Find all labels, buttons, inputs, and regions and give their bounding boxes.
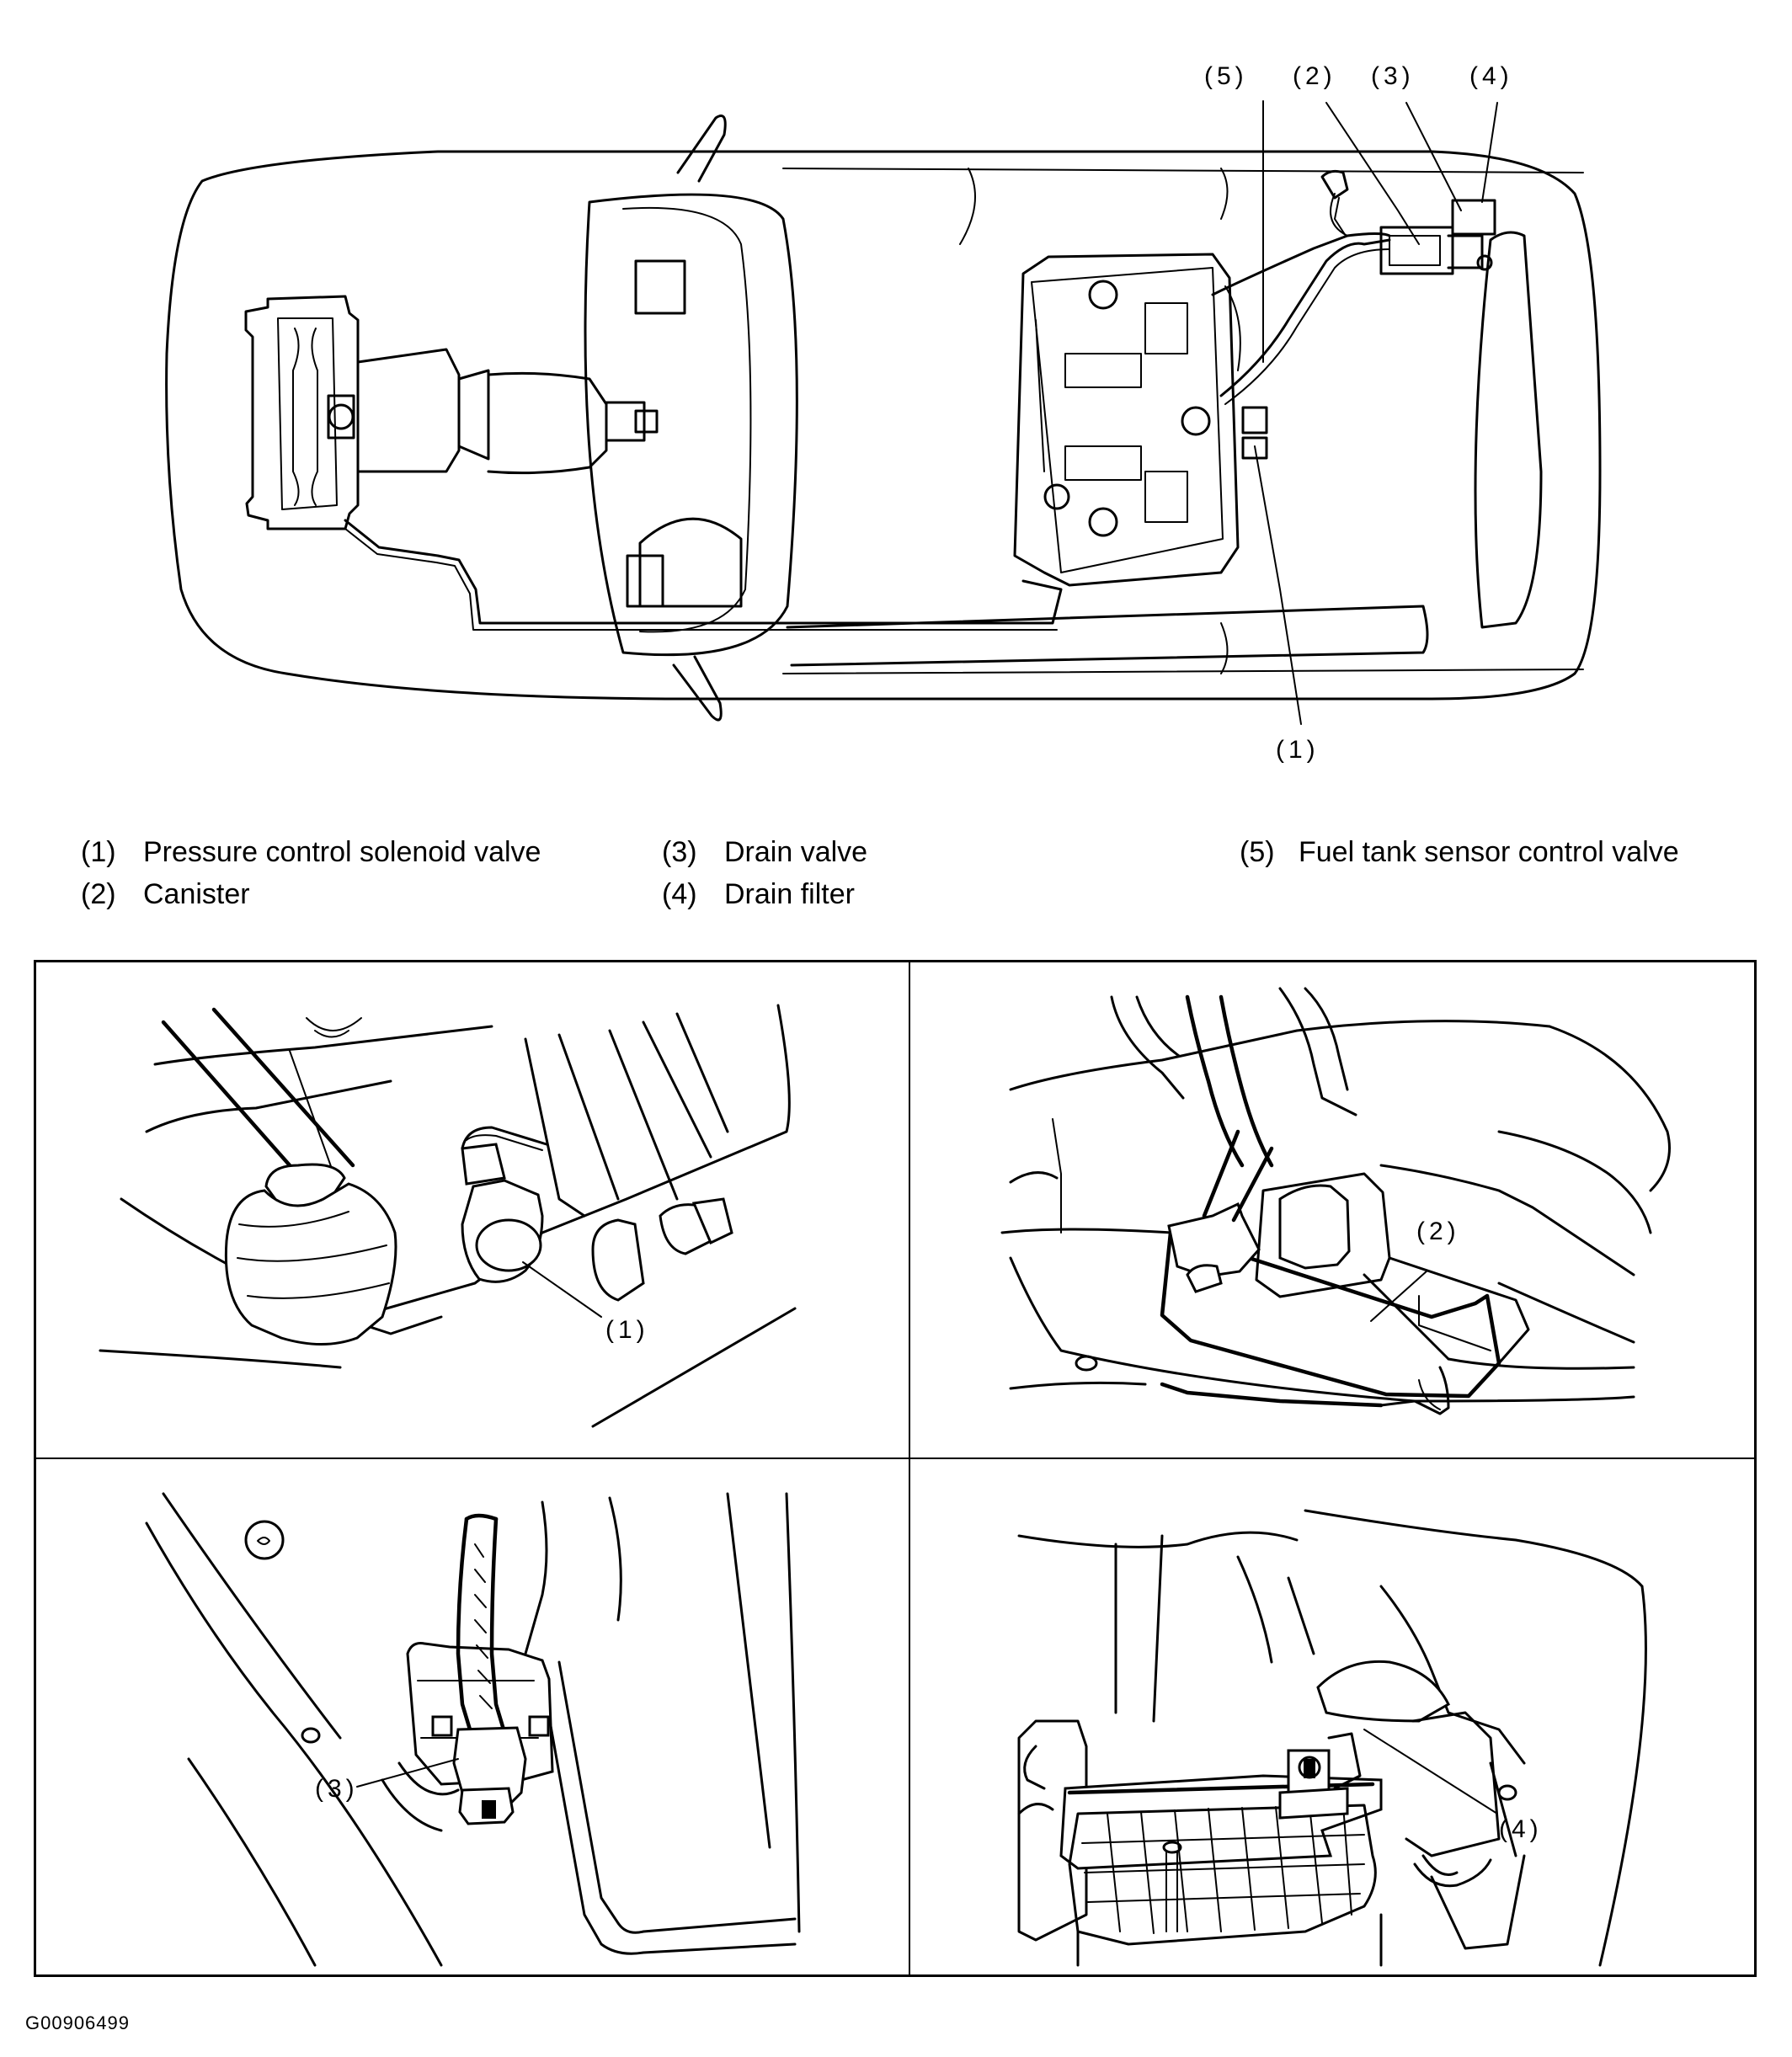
legend-number: (4): [662, 878, 697, 910]
fuel-tank: [1013, 253, 1241, 587]
legend-label: Drain valve: [724, 836, 868, 868]
legend-label: Pressure control solenoid valve: [143, 836, 541, 868]
callout-5: (5): [1204, 62, 1248, 90]
callout-leaders: [1254, 100, 1498, 725]
pressure-control-valve-mark: [1241, 406, 1268, 460]
legend-item-2: (2) Canister: [81, 877, 250, 911]
callout-2: (2): [1293, 62, 1336, 90]
legend-item-4: (4) Drain filter: [662, 877, 855, 911]
vehicle-overview-diagram: (5) (2) (3) (4) (1): [165, 62, 1602, 764]
panel-drain-valve: (3): [145, 1492, 801, 1967]
panel-divider-vertical: [909, 962, 910, 1974]
figure-code: G00906499: [25, 2012, 130, 2033]
legend-number: (3): [662, 836, 697, 868]
callout-1: (1): [1276, 736, 1320, 764]
fuel-lines: [344, 193, 1391, 631]
callout-1: (1): [605, 1316, 649, 1344]
panel-drain-filter: (4): [1017, 1509, 1647, 1967]
engine-transmission: [244, 295, 659, 530]
panel-canister: (2): [1000, 987, 1671, 1415]
legend-number: (1): [81, 836, 116, 868]
legend-item-1: (1) Pressure control solenoid valve: [81, 835, 541, 869]
legend-item-5: (5) Fuel tank sensor control valve: [1240, 835, 1679, 869]
canister-assembly: [1320, 169, 1496, 275]
callout-3: (3): [315, 1775, 359, 1803]
legend-number: (2): [81, 878, 116, 910]
legend-item-3: (3) Drain valve: [662, 835, 867, 869]
car-body-outline: [165, 115, 1602, 722]
legend-label: Canister: [143, 878, 250, 910]
legend-number: (5): [1240, 836, 1275, 868]
detail-panel-grid: [34, 960, 1757, 1977]
callout-4: (4): [1499, 1815, 1543, 1843]
callout-2: (2): [1416, 1218, 1460, 1245]
callout-4: (4): [1469, 62, 1513, 90]
panel-divider-horizontal: [36, 1457, 1754, 1459]
panel-pressure-control-solenoid-valve: (1): [99, 1004, 797, 1428]
legend-label: Fuel tank sensor control valve: [1299, 836, 1679, 868]
legend-label: Drain filter: [724, 878, 855, 910]
callout-3: (3): [1371, 62, 1415, 90]
